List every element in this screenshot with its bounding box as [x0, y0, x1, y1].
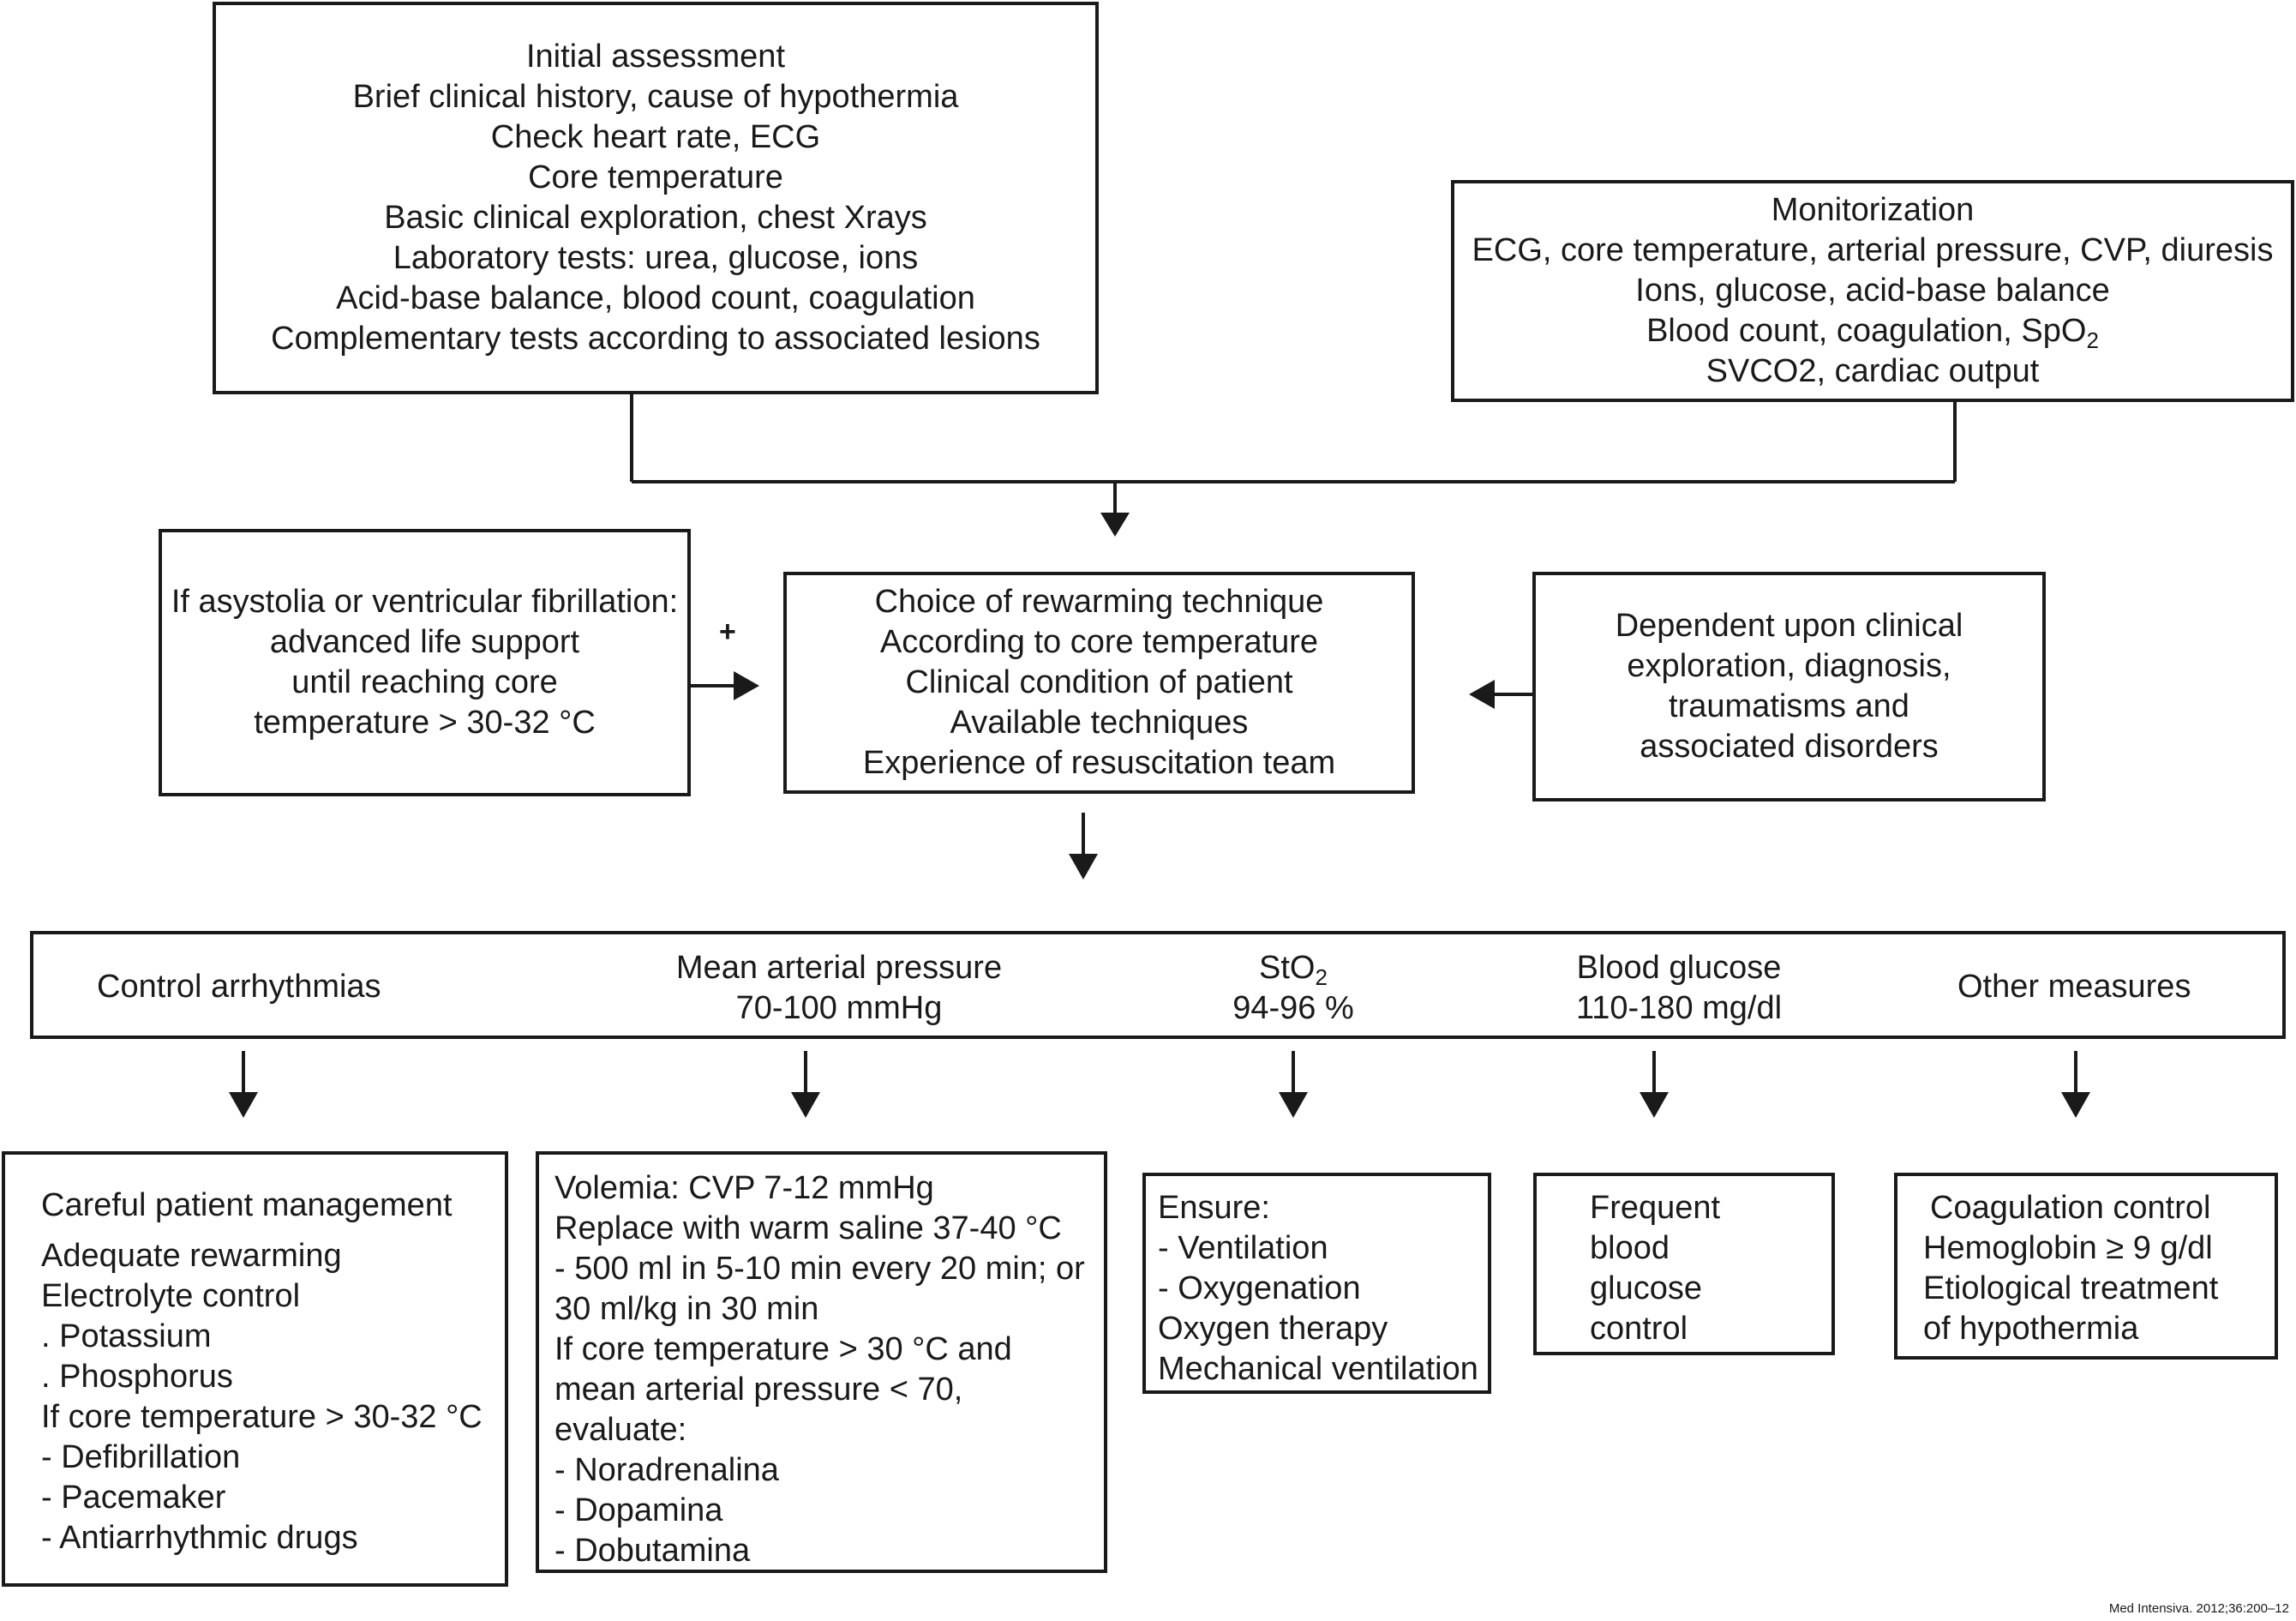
- volemia-line: mean arterial pressure < 70,: [555, 1372, 963, 1408]
- careful-line: . Potassium: [41, 1318, 212, 1354]
- arrow-sto2-head: [1279, 1092, 1308, 1118]
- target-glucose: Blood glucose 110-180 mg/dl: [1508, 948, 1850, 1029]
- initial-assessment-box: Initial assessment Brief clinical histor…: [213, 2, 1099, 394]
- volemia-line: - 500 ml in 5-10 min every 20 min; or: [555, 1251, 1085, 1287]
- frequent-glucose-box: Frequent blood glucose control: [1533, 1173, 1835, 1355]
- coagulation-line: Coagulation control: [1930, 1190, 2211, 1226]
- rewarming-line: According to core temperature: [879, 624, 1319, 660]
- volemia-line: - Dopamina: [555, 1492, 723, 1528]
- frequent-line: Frequent: [1590, 1190, 1721, 1226]
- initial-assessment-line: Core temperature: [528, 159, 783, 195]
- frequent-line: glucose: [1590, 1270, 1702, 1306]
- monitorization-line: ECG, core temperature, arterial pressure…: [1472, 232, 2274, 268]
- arrow-from-dependent-head: [1469, 680, 1495, 709]
- asystolia-line: If asystolia or ventricular fibrillation…: [171, 584, 679, 620]
- monitorization-line: Ions, glucose, acid-base balance: [1635, 273, 2110, 309]
- volemia-box: Volemia: CVP 7-12 mmHg Replace with warm…: [536, 1151, 1107, 1573]
- arrow-rewarming-down-head: [1069, 854, 1098, 880]
- target-arrhythmias: Control arrhythmias: [97, 969, 381, 1005]
- asystolia-line: advanced life support: [269, 624, 580, 660]
- asystolia-line: until reaching core: [291, 664, 558, 700]
- target-glucose-title: Blood glucose: [1576, 950, 1782, 986]
- coagulation-line: of hypothermia: [1923, 1311, 2139, 1347]
- asystolia-line: temperature > 30-32 °C: [254, 705, 596, 741]
- arrow-from-asystolia-head: [734, 671, 759, 700]
- initial-assessment-line: Laboratory tests: urea, glucose, ions: [393, 240, 919, 276]
- dependent-line: associated disorders: [1640, 729, 1939, 765]
- ensure-line: Oxygen therapy: [1158, 1311, 1388, 1347]
- target-map-title: Mean arterial pressure: [675, 950, 1003, 986]
- rewarming-line: Available techniques: [950, 705, 1249, 741]
- dependent-line: traumatisms and: [1669, 688, 1909, 724]
- target-sto2-value: 94-96 %: [1232, 990, 1354, 1026]
- arrow-other-head: [2061, 1092, 2090, 1118]
- volemia-line: If core temperature > 30 °C and: [555, 1331, 1012, 1367]
- ensure-line: Mechanical ventilation: [1158, 1351, 1478, 1387]
- initial-assessment-line: Acid-base balance, blood count, coagulat…: [336, 280, 975, 316]
- target-glucose-value: 110-180 mg/dl: [1575, 990, 1783, 1026]
- rewarming-line: Choice of rewarming technique: [874, 584, 1324, 620]
- ensure-line: - Ventilation: [1158, 1230, 1328, 1266]
- target-map-value: 70-100 mmHg: [735, 990, 943, 1026]
- monitorization-box: Monitorization ECG, core temperature, ar…: [1451, 180, 2294, 402]
- careful-management-box: Careful patient management Adequate rewa…: [2, 1151, 508, 1587]
- careful-line: If core temperature > 30-32 °C: [41, 1399, 483, 1435]
- ensure-line: Ensure:: [1158, 1190, 1270, 1226]
- volemia-line: Replace with warm saline 37-40 °C: [555, 1210, 1062, 1246]
- rewarming-line: Experience of resuscitation team: [862, 745, 1336, 781]
- dependent-line: exploration, diagnosis,: [1627, 648, 1951, 684]
- careful-line: - Pacemaker: [41, 1480, 226, 1516]
- coagulation-line: Etiological treatment: [1923, 1270, 2219, 1306]
- initial-assessment-line: Check heart rate, ECG: [490, 119, 821, 155]
- ensure-box: Ensure: - Ventilation - Oxygenation Oxyg…: [1142, 1173, 1491, 1394]
- target-sto2-title: StO2: [1259, 950, 1328, 990]
- initial-assessment-line: Complementary tests according to associa…: [271, 321, 1040, 357]
- ensure-line: - Oxygenation: [1158, 1270, 1361, 1306]
- careful-line: - Defibrillation: [41, 1439, 241, 1475]
- careful-title: Careful patient management: [41, 1187, 453, 1223]
- targets-box: Control arrhythmias Mean arterial pressu…: [30, 931, 2286, 1039]
- arrow-arrhythmias-head: [229, 1092, 258, 1118]
- careful-line: - Antiarrhythmic drugs: [41, 1520, 358, 1556]
- source-credit: Med Intensiva. 2012;36:200–12: [2108, 1601, 2289, 1616]
- careful-line: . Phosphorus: [41, 1359, 233, 1395]
- coagulation-line: Hemoglobin ≥ 9 g/dl: [1923, 1230, 2213, 1266]
- frequent-line: blood: [1590, 1230, 1670, 1266]
- frequent-line: control: [1590, 1311, 1688, 1347]
- monitorization-line: SVCO2, cardiac output: [1706, 353, 2040, 389]
- volemia-line: - Noradrenalina: [555, 1452, 779, 1488]
- dependent-box: Dependent upon clinical exploration, dia…: [1532, 572, 2046, 801]
- arrow-map-head: [791, 1092, 820, 1118]
- plus-sign: +: [719, 615, 736, 648]
- target-other: Other measures: [1957, 969, 2191, 1005]
- careful-line: Adequate rewarming: [41, 1238, 342, 1274]
- volemia-line: evaluate:: [555, 1412, 687, 1448]
- initial-assessment-line: Initial assessment: [525, 39, 785, 75]
- volemia-line: - Dobutamina: [555, 1533, 751, 1569]
- arrow-to-rewarming-head: [1100, 513, 1130, 537]
- initial-assessment-line: Basic clinical exploration, chest Xrays: [384, 200, 927, 236]
- dependent-line: Dependent upon clinical: [1615, 608, 1963, 644]
- rewarming-box: Choice of rewarming technique According …: [783, 572, 1415, 794]
- monitorization-blood-line: Blood count, coagulation, SpO2: [1646, 313, 2099, 353]
- arrow-glucose-head: [1640, 1092, 1669, 1118]
- initial-assessment-line: Brief clinical history, cause of hypothe…: [352, 79, 959, 115]
- target-sto2: StO2 94-96 %: [1182, 948, 1405, 1029]
- volemia-line: 30 ml/kg in 30 min: [555, 1291, 819, 1327]
- asystolia-box: If asystolia or ventricular fibrillation…: [159, 529, 691, 796]
- coagulation-box: Coagulation control Hemoglobin ≥ 9 g/dl …: [1894, 1173, 2278, 1360]
- careful-line: Electrolyte control: [41, 1278, 301, 1314]
- monitorization-line: Monitorization: [1771, 192, 1975, 228]
- target-map: Mean arterial pressure 70-100 mmHg: [625, 948, 1053, 1029]
- rewarming-line: Clinical condition of patient: [905, 664, 1293, 700]
- volemia-line: Volemia: CVP 7-12 mmHg: [555, 1170, 934, 1206]
